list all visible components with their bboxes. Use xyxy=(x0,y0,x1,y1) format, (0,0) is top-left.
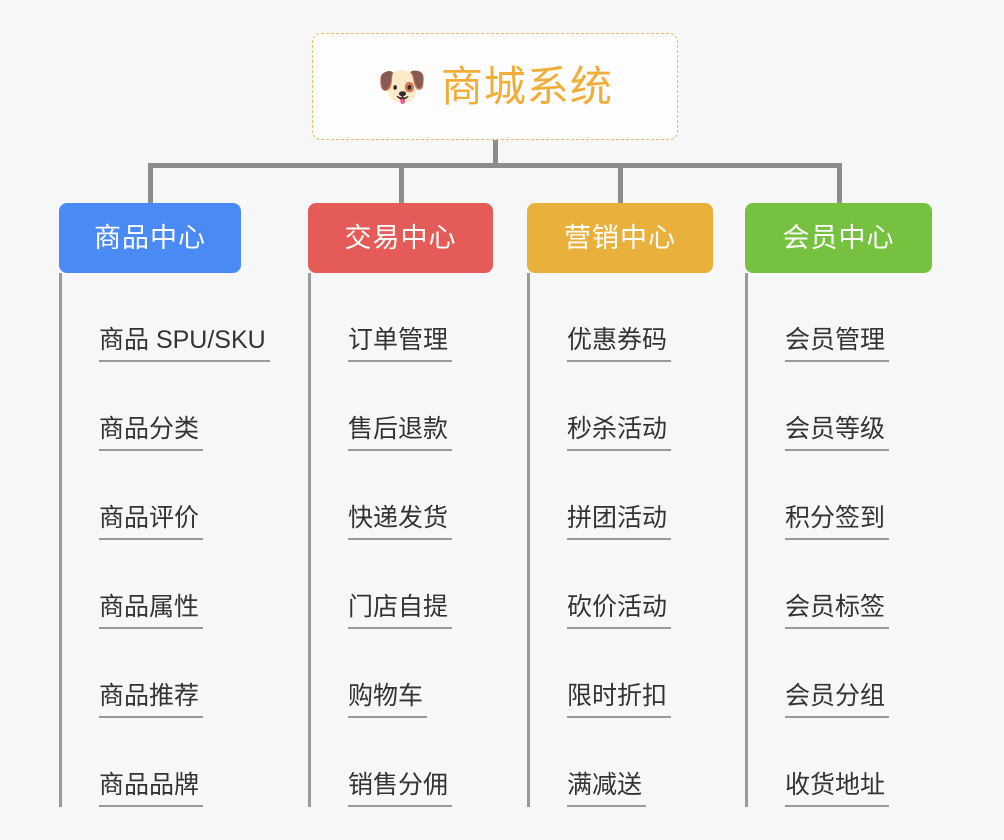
leaf-item[interactable]: 商品评价 xyxy=(63,451,241,540)
leaf-item[interactable]: 销售分佣 xyxy=(312,718,493,807)
leaf-item-underline: 购物车 xyxy=(348,681,428,718)
leaf-item-label: 拼团活动 xyxy=(567,503,668,532)
branch-drop-product-center xyxy=(148,163,153,203)
branch-header-trade-center[interactable]: 交易中心 xyxy=(308,203,493,273)
branch-bus-connector xyxy=(148,163,839,168)
leaf-item-label: 商品推荐 xyxy=(99,681,200,710)
leaf-item[interactable]: 售后退款 xyxy=(312,362,493,451)
leaf-item-label: 商品评价 xyxy=(99,503,200,532)
leaf-item[interactable]: 积分签到 xyxy=(749,451,932,540)
leaf-item-underline: 满减送 xyxy=(567,770,647,807)
root-stem-connector xyxy=(493,140,498,166)
leaf-item-label: 收货地址 xyxy=(785,770,886,799)
branch-header-label: 营销中心 xyxy=(564,222,676,253)
leaf-list-trade-center: 订单管理售后退款快递发货门店自提购物车销售分佣 xyxy=(308,273,493,807)
leaf-item-label: 购物车 xyxy=(348,681,424,710)
leaf-item-underline: 限时折扣 xyxy=(567,681,672,718)
leaf-item[interactable]: 会员分组 xyxy=(749,629,932,718)
leaf-item[interactable]: 收货地址 xyxy=(749,718,932,807)
leaf-item[interactable]: 会员等级 xyxy=(749,362,932,451)
leaf-item[interactable]: 会员管理 xyxy=(749,273,932,362)
leaf-item-label: 会员分组 xyxy=(785,681,886,710)
leaf-item[interactable]: 订单管理 xyxy=(312,273,493,362)
leaf-item[interactable]: 满减送 xyxy=(531,718,713,807)
leaf-item-label: 快递发货 xyxy=(348,503,449,532)
branch-drop-marketing-center xyxy=(618,163,623,203)
branch-column-trade-center: 交易中心订单管理售后退款快递发货门店自提购物车销售分佣 xyxy=(308,203,493,807)
leaf-item-label: 砍价活动 xyxy=(567,592,668,621)
leaf-item-label: 优惠券码 xyxy=(567,325,668,354)
root-node-title: 商城系统 xyxy=(440,62,613,110)
leaf-item-label: 售后退款 xyxy=(348,414,449,443)
leaf-item-underline: 商品 SPU/SKU xyxy=(99,325,270,362)
leaf-item-underline: 会员分组 xyxy=(785,681,890,718)
leaf-item[interactable]: 商品 SPU/SKU xyxy=(63,273,270,362)
leaf-item-underline: 快递发货 xyxy=(348,503,453,540)
leaf-item-underline: 订单管理 xyxy=(348,325,453,362)
leaf-item-label: 会员等级 xyxy=(785,414,886,443)
leaf-item-underline: 商品推荐 xyxy=(99,681,204,718)
branch-column-marketing-center: 营销中心优惠券码秒杀活动拼团活动砍价活动限时折扣满减送 xyxy=(527,203,713,807)
leaf-item-label: 门店自提 xyxy=(348,592,449,621)
leaf-item-label: 限时折扣 xyxy=(567,681,668,710)
leaf-item-underline: 售后退款 xyxy=(348,414,453,451)
branch-column-member-center: 会员中心会员管理会员等级积分签到会员标签会员分组收货地址 xyxy=(745,203,932,807)
leaf-item[interactable]: 优惠券码 xyxy=(531,273,713,362)
branch-header-member-center[interactable]: 会员中心 xyxy=(745,203,932,273)
leaf-item-underline: 商品品牌 xyxy=(99,770,204,807)
leaf-item[interactable]: 商品属性 xyxy=(63,540,241,629)
leaf-item-underline: 商品属性 xyxy=(99,592,204,629)
leaf-item-label: 订单管理 xyxy=(348,325,449,354)
leaf-item[interactable]: 拼团活动 xyxy=(531,451,713,540)
leaf-item-underline: 会员等级 xyxy=(785,414,890,451)
leaf-item-label: 会员标签 xyxy=(785,592,886,621)
branch-header-label: 商品中心 xyxy=(94,222,206,253)
leaf-item-label: 商品属性 xyxy=(99,592,200,621)
branch-drop-trade-center xyxy=(398,163,404,203)
leaf-item-underline: 拼团活动 xyxy=(567,503,672,540)
dog-face-emoji: 🐶 xyxy=(377,64,427,109)
branch-header-label: 会员中心 xyxy=(782,222,895,253)
leaf-item[interactable]: 购物车 xyxy=(312,629,493,718)
leaf-item[interactable]: 门店自提 xyxy=(312,540,493,629)
branch-header-marketing-center[interactable]: 营销中心 xyxy=(527,203,713,273)
leaf-list-marketing-center: 优惠券码秒杀活动拼团活动砍价活动限时折扣满减送 xyxy=(527,273,713,807)
leaf-item-label: 商品品牌 xyxy=(99,770,200,799)
branch-header-product-center[interactable]: 商品中心 xyxy=(59,203,241,273)
leaf-item[interactable]: 商品品牌 xyxy=(63,718,241,807)
leaf-item-label: 满减送 xyxy=(567,770,643,799)
leaf-item-underline: 积分签到 xyxy=(785,503,890,540)
branch-header-label: 交易中心 xyxy=(344,222,457,253)
leaf-item-underline: 门店自提 xyxy=(348,592,453,629)
leaf-item-label: 秒杀活动 xyxy=(567,414,668,443)
leaf-item-underline: 砍价活动 xyxy=(567,592,672,629)
leaf-item-underline: 销售分佣 xyxy=(348,770,453,807)
leaf-item-underline: 会员标签 xyxy=(785,592,890,629)
leaf-list-product-center: 商品 SPU/SKU 商品分类商品评价商品属性商品推荐商品品牌 xyxy=(59,273,270,807)
leaf-item[interactable]: 快递发货 xyxy=(312,451,493,540)
branch-column-product-center: 商品中心商品 SPU/SKU 商品分类商品评价商品属性商品推荐商品品牌 xyxy=(59,203,270,807)
leaf-item[interactable]: 会员标签 xyxy=(749,540,932,629)
leaf-item-label: 积分签到 xyxy=(785,503,886,532)
leaf-item[interactable]: 商品推荐 xyxy=(63,629,241,718)
leaf-item[interactable]: 秒杀活动 xyxy=(531,362,713,451)
leaf-item-underline: 优惠券码 xyxy=(567,325,672,362)
leaf-item[interactable]: 限时折扣 xyxy=(531,629,713,718)
leaf-item[interactable]: 商品分类 xyxy=(63,362,241,451)
leaf-item-label: 会员管理 xyxy=(785,325,886,354)
leaf-item-label: 销售分佣 xyxy=(348,770,449,799)
leaf-item-underline: 商品评价 xyxy=(99,503,204,540)
leaf-item-underline: 商品分类 xyxy=(99,414,204,451)
leaf-item-label: 商品 SPU/SKU xyxy=(99,325,266,354)
branch-drop-member-center xyxy=(836,163,842,203)
leaf-item-label: 商品分类 xyxy=(99,414,200,443)
root-node[interactable]: 🐶 商城系统 xyxy=(312,33,678,140)
leaf-item-underline: 会员管理 xyxy=(785,325,890,362)
leaf-item-underline: 秒杀活动 xyxy=(567,414,672,451)
leaf-item-underline: 收货地址 xyxy=(785,770,890,807)
leaf-item[interactable]: 砍价活动 xyxy=(531,540,713,629)
leaf-list-member-center: 会员管理会员等级积分签到会员标签会员分组收货地址 xyxy=(745,273,932,807)
